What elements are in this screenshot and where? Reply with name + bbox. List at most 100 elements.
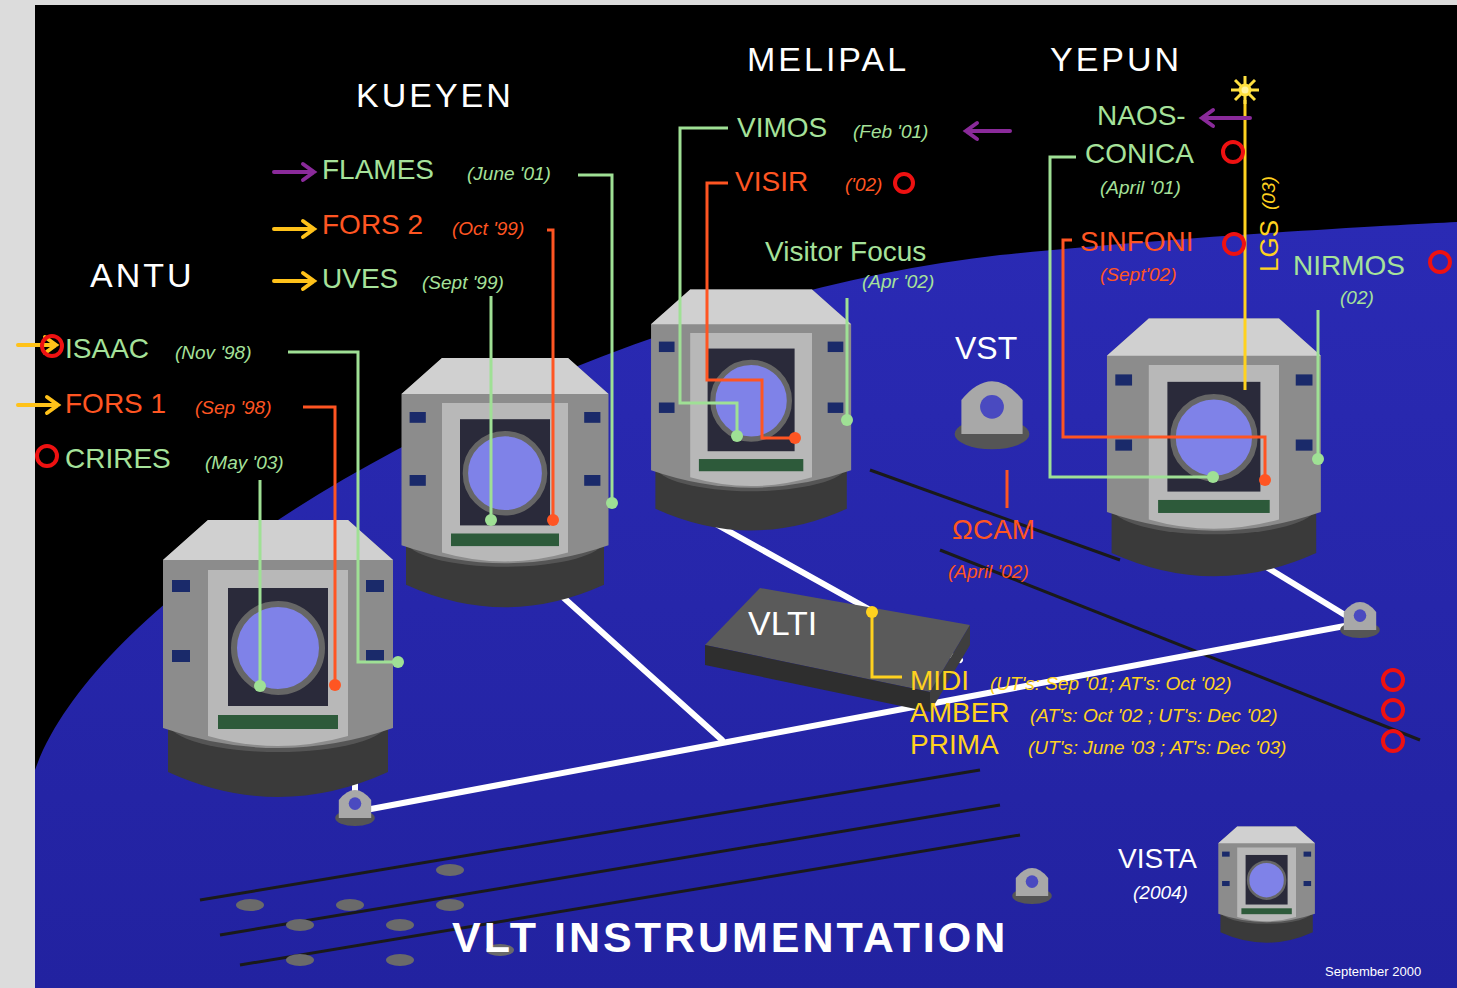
red-circle (42, 336, 62, 356)
leader-line (490, 296, 493, 520)
red-circle (1430, 252, 1450, 272)
title: VLT INSTRUMENTATION (452, 916, 1008, 959)
telescope-date: (2004) (1133, 883, 1188, 902)
station (436, 899, 464, 911)
focus-dot (254, 680, 266, 692)
focus-dots (254, 414, 1324, 692)
instrument-date: (Apr '02) (862, 272, 934, 291)
instrument-name: CONICA (1085, 140, 1194, 168)
yellow-arrow (274, 221, 314, 237)
telescope-name: YEPUN (1050, 42, 1182, 76)
instrument-date: (Sep '98) (195, 398, 272, 417)
laser-star (1231, 76, 1259, 104)
station (286, 954, 314, 966)
yellow-arrow (274, 273, 314, 289)
focus-dot (547, 514, 559, 526)
instrument-date: (Sept'02) (1100, 265, 1177, 284)
leader-line (578, 175, 612, 503)
instrument-date: (AT's: Oct '02 ; UT's: Dec '02) (1030, 706, 1277, 725)
instrument-name: VIMOS (737, 114, 827, 142)
focus-dot (392, 656, 404, 668)
leader-line (872, 616, 902, 677)
focus-dot (485, 514, 497, 526)
instrument-date: (April '02) (948, 562, 1029, 581)
red-circle (1383, 731, 1403, 751)
building-label: VLTI (748, 606, 822, 640)
red-circles (37, 142, 1450, 751)
kueyen-telescope (402, 358, 609, 607)
telescope-name: VST (955, 332, 1017, 364)
instrument-date: (UT's: Sep '01; AT's: Oct '02) (990, 674, 1232, 693)
yellow-arrow (18, 397, 58, 413)
vst-telescope (955, 381, 1030, 449)
leader-line (288, 352, 398, 662)
auxiliary-telescope (335, 790, 375, 826)
instrument-name: NAOS- (1097, 102, 1186, 130)
auxiliary-telescope (1012, 868, 1052, 904)
leader-line (1050, 157, 1213, 477)
instrument-date: (03) (1259, 176, 1278, 210)
building-name: VLTI (748, 606, 822, 640)
instrument-name: PRIMA (910, 731, 999, 759)
station (386, 954, 414, 966)
instrument-name: Visitor Focus (765, 238, 926, 266)
leader-line (259, 480, 262, 686)
purple-arrow (966, 123, 1010, 139)
red-circle (37, 446, 57, 466)
star-ray (1235, 80, 1255, 100)
station (236, 899, 264, 911)
red-circle (1224, 234, 1244, 254)
purple-arrow (1202, 110, 1250, 126)
station (436, 864, 464, 876)
station (336, 899, 364, 911)
vista-telescope (1218, 826, 1315, 942)
auxiliary-telescope (1340, 602, 1380, 638)
instrument-date: (Feb '01) (853, 122, 928, 141)
leader-line (1006, 470, 1009, 508)
arrows (18, 110, 1250, 413)
instrument-name: FLAMES (322, 156, 434, 184)
date-note: September 2000 (1325, 965, 1421, 978)
instrument-date: ('02) (845, 175, 882, 194)
track (240, 835, 1020, 965)
leader-line (846, 298, 849, 420)
red-circle (1383, 670, 1403, 690)
instrument-name: AMBER (910, 699, 1010, 727)
instrument-date: (Sept '99) (422, 273, 504, 292)
instrument-name: LGS (1256, 220, 1282, 272)
leader-line (1317, 310, 1320, 459)
focus-dot (1312, 453, 1324, 465)
focus-dot (789, 432, 801, 444)
instrument-name: SINFONI (1080, 228, 1194, 256)
instrument-name: FORS 1 (65, 390, 166, 418)
rail (555, 590, 722, 740)
focus-dot (606, 497, 618, 509)
black-panel (35, 5, 1457, 988)
track (940, 550, 1420, 740)
purple-arrow (274, 164, 314, 180)
focus-dot (329, 679, 341, 691)
leader-lines (260, 100, 1318, 686)
station (286, 919, 314, 931)
focus-dot (1207, 471, 1219, 483)
focus-dot (731, 430, 743, 442)
instrument-date: (Nov '98) (175, 343, 251, 362)
instrument-name: FORS 2 (322, 211, 423, 239)
leader-line (303, 407, 335, 685)
instrument-name: ISAAC (65, 335, 149, 363)
instrument-date: (Oct '99) (452, 219, 524, 238)
focus-dot (866, 606, 878, 618)
instrument-name: NIRMOS (1293, 252, 1405, 280)
instrument-name: MIDI (910, 667, 969, 695)
star-ray (1235, 80, 1255, 100)
instrument-name: UVES (322, 265, 398, 293)
red-circle (1223, 142, 1243, 162)
leader-line (707, 183, 795, 438)
station (386, 919, 414, 931)
yellow-arrow (18, 337, 56, 353)
telescope-name: MELIPAL (747, 42, 909, 76)
yepun-telescope (1107, 319, 1321, 577)
instrument-name: VISIR (735, 168, 808, 196)
focus-dot (1259, 474, 1271, 486)
